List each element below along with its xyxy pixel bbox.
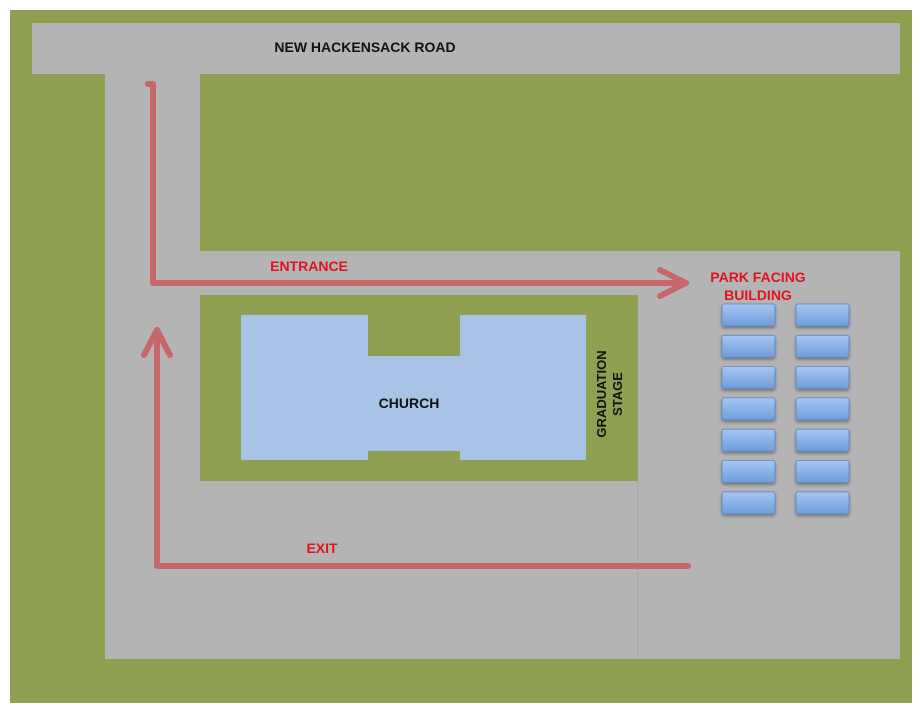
church-label: CHURCH [379,395,440,411]
parking-space [721,460,776,483]
parking-space [795,366,850,390]
parking-space [721,366,776,390]
exit-label: EXIT [306,540,338,556]
parking-space [721,491,776,515]
parking-space [795,303,850,327]
entrance-arrow [145,81,689,299]
parking-space [795,334,850,358]
parking-space [721,303,776,327]
stage-label-line1: GRADUATION [594,350,609,437]
parking-space [721,397,776,421]
parking-space [795,428,850,452]
parking-space [721,428,776,452]
parking-space [795,460,850,483]
parking-label-line2: BUILDING [724,287,792,303]
entrance-label: ENTRANCE [270,258,348,274]
parking-space [795,397,850,421]
parking-spaces [721,303,850,515]
new-hackensack-road [32,23,900,74]
exit-arrow [141,327,691,569]
road-label: NEW HACKENSACK ROAD [274,39,455,55]
stage-label-line2: STAGE [610,372,625,416]
church-building [241,315,586,460]
parking-space [721,334,776,358]
parking-label-line1: PARK FACING [710,269,806,285]
parking-space [795,491,850,515]
